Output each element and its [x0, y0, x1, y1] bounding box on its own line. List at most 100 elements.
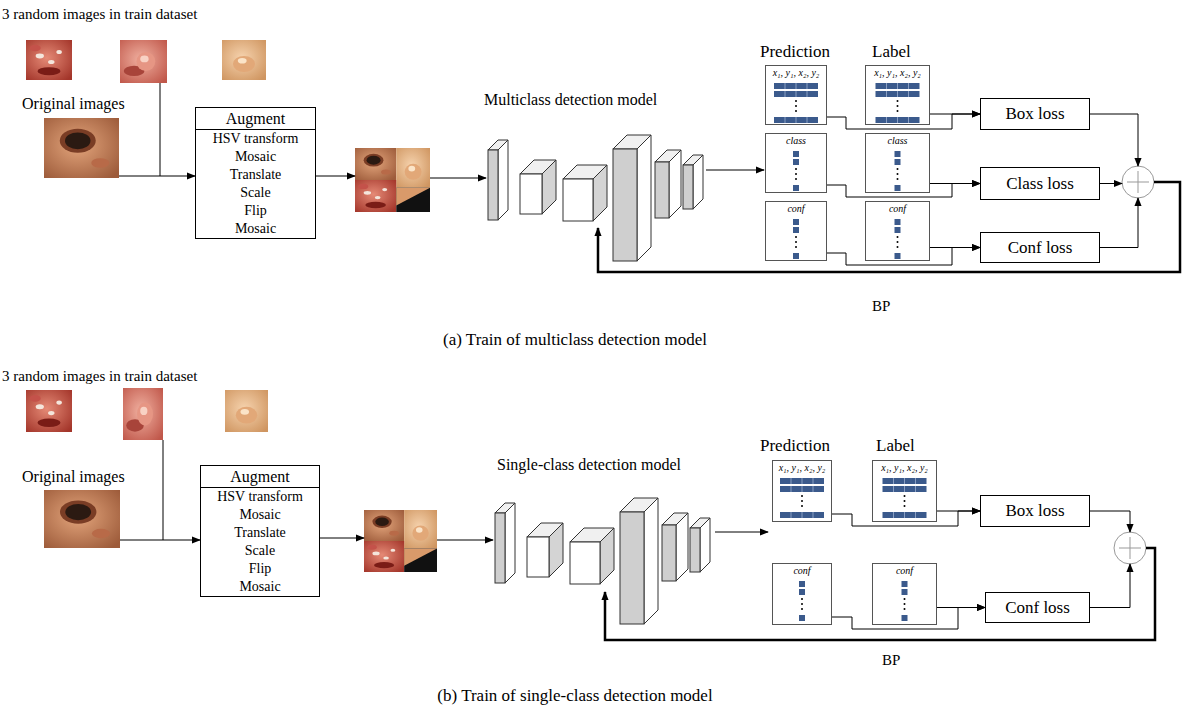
network-layer	[620, 498, 658, 624]
tensor-cell	[799, 581, 805, 587]
tensor-cell	[895, 151, 901, 157]
flow-arrow	[316, 176, 355, 177]
sum-symbol	[1114, 532, 1146, 564]
tensor-box: class	[765, 133, 827, 193]
loss-name: Conf loss	[1008, 238, 1073, 258]
ellipsis-dot	[795, 236, 797, 238]
ellipsis-dot	[897, 173, 899, 175]
photo-ground	[396, 148, 430, 188]
layer-side	[700, 518, 710, 572]
cell-divider	[785, 117, 786, 123]
photo-detail	[233, 56, 255, 72]
flow-arrow	[1090, 564, 1130, 608]
endoscopy-photo	[120, 40, 167, 83]
network-layer	[662, 513, 688, 581]
tensor-box: conf	[872, 563, 937, 625]
tensor-box: conf	[772, 563, 832, 625]
photo-ground	[222, 40, 266, 80]
cell-divider	[807, 83, 808, 89]
tensor-rows	[866, 149, 929, 191]
ellipsis-dot	[801, 598, 803, 600]
photo-detail	[364, 154, 384, 167]
loss-connector	[930, 183, 980, 184]
ellipsis-dot	[897, 110, 899, 112]
text-label: BP	[882, 652, 900, 669]
loss-box: Box loss	[980, 98, 1090, 130]
tensor-cell	[902, 581, 908, 587]
photo-detail	[389, 531, 399, 536]
network-layer	[690, 518, 710, 572]
flow-arrow	[1100, 183, 1122, 184]
cell-divider	[897, 117, 898, 123]
tensor-cell	[902, 615, 908, 621]
text-label: Prediction	[760, 42, 830, 62]
photo-detail	[60, 129, 96, 153]
photo-detail	[30, 395, 41, 402]
cell-divider	[802, 486, 803, 492]
ellipsis-dot	[904, 603, 906, 605]
photo-detail	[240, 409, 249, 415]
layer-front	[662, 525, 676, 581]
endoscopy-photo	[364, 510, 404, 541]
augment-item: HSV transform	[196, 130, 315, 148]
sum-circle	[1122, 166, 1154, 198]
tensor-box: conf	[865, 201, 930, 261]
loss-box: Conf loss	[980, 232, 1100, 263]
tensor-label: x₁, y₁, x₂, y₂	[773, 461, 831, 474]
loss-box: Box loss	[980, 495, 1090, 527]
layer-side	[637, 135, 651, 261]
tensor-row	[883, 512, 927, 518]
tensor-rows	[873, 476, 936, 520]
mosaic-padding	[396, 188, 430, 212]
tensor-rows	[773, 579, 831, 623]
cell-divider	[886, 91, 887, 97]
layer-front	[520, 174, 542, 214]
ellipsis-dot	[795, 178, 797, 180]
tensor-label: class	[866, 134, 929, 147]
photo-ground	[364, 510, 404, 541]
cell-divider	[791, 478, 792, 484]
endoscopy-photo	[44, 490, 120, 548]
augment-item: Mosaic	[201, 578, 319, 596]
photo-ground	[44, 490, 120, 548]
photo-ground	[120, 40, 167, 83]
text-label: 3 random images in train dataset	[2, 368, 197, 385]
ellipsis-dot	[904, 505, 906, 507]
photo-detail	[412, 525, 428, 540]
tensor-row	[876, 91, 920, 97]
photo-detail	[375, 196, 381, 199]
layer-front	[527, 537, 549, 577]
tensor-label: conf	[766, 202, 826, 215]
augment-item: HSV transform	[201, 488, 319, 506]
photo-detail	[367, 156, 381, 165]
cell-divider	[904, 478, 905, 484]
flow-arrow	[715, 532, 768, 533]
augment-item: Mosaic	[201, 506, 319, 524]
cell-divider	[893, 512, 894, 518]
layer-side	[549, 523, 563, 577]
tensor-cell	[799, 589, 805, 595]
cell-divider	[791, 486, 792, 492]
photo-detail	[405, 164, 422, 180]
tensor-row	[774, 91, 818, 97]
cell-divider	[886, 117, 887, 123]
photo-detail	[65, 132, 91, 149]
photo-detail	[65, 504, 91, 520]
cell-divider	[813, 486, 814, 492]
cell-divider	[807, 117, 808, 123]
ellipsis-dot	[795, 105, 797, 107]
augment-item: Mosaic	[196, 220, 315, 238]
ellipsis-dot	[897, 236, 899, 238]
mosaic-padding	[404, 548, 437, 572]
sum-symbol	[1122, 166, 1154, 198]
photo-ground	[44, 118, 119, 178]
tensor-cell	[895, 185, 901, 191]
photo-detail	[365, 202, 386, 208]
ellipsis-dot	[801, 500, 803, 502]
tensor-label: conf	[873, 564, 936, 577]
tensor-label: class	[766, 134, 826, 147]
cell-divider	[904, 486, 905, 492]
tensor-box: conf	[765, 201, 827, 261]
flow-arrow	[1090, 114, 1138, 166]
